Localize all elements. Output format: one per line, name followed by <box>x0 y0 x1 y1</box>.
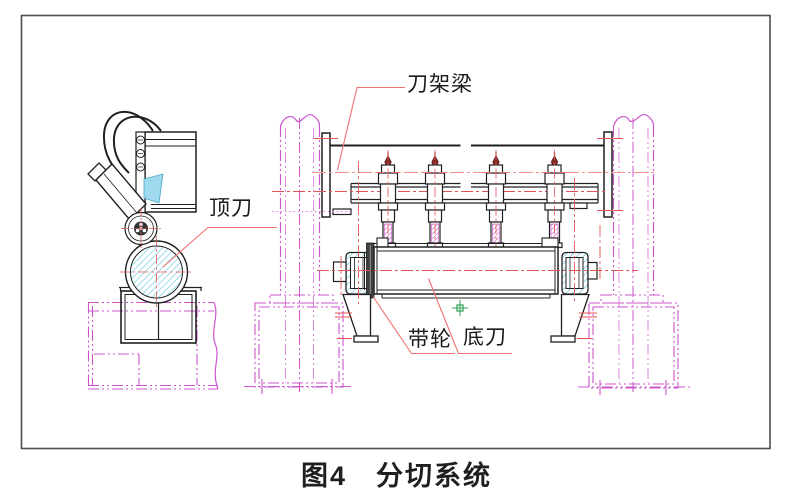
right-bearing <box>561 251 598 295</box>
right-column <box>612 114 655 392</box>
knife-beam <box>321 131 613 218</box>
leader-knife-beam <box>336 86 405 171</box>
label-bottom-knife: 底刀 <box>463 326 507 349</box>
front-view <box>244 114 690 395</box>
roller-top-bar <box>374 237 559 248</box>
bottom-knife-roller <box>373 246 559 299</box>
datum-crosshair <box>452 300 468 316</box>
left-column <box>279 114 321 392</box>
disc-knife <box>121 208 161 250</box>
label-knife-beam: 刀架梁 <box>407 73 473 96</box>
leader-pulley <box>372 296 455 355</box>
right-leg <box>550 293 590 343</box>
label-pulley: 带轮 <box>408 328 452 351</box>
roller-cross-section <box>120 236 193 308</box>
knife-actuator <box>87 162 148 224</box>
side-view <box>87 110 219 390</box>
drawing-border <box>20 14 771 450</box>
left-column-base <box>244 294 354 394</box>
roller-centerlines <box>317 161 638 304</box>
side-view-phantom-base <box>87 301 219 390</box>
knife-guide-wedge <box>143 173 164 204</box>
label-top-knife: 顶刀 <box>209 197 253 220</box>
figure-caption: 图4 分切系统 <box>300 461 493 491</box>
top-knife-holder <box>135 131 197 216</box>
left-leg <box>342 293 379 343</box>
right-column-base <box>578 294 690 395</box>
leader-lines <box>162 86 512 355</box>
leader-bottom-knife <box>427 278 512 355</box>
leader-top-knife <box>162 226 277 268</box>
tick-marks <box>314 138 623 339</box>
